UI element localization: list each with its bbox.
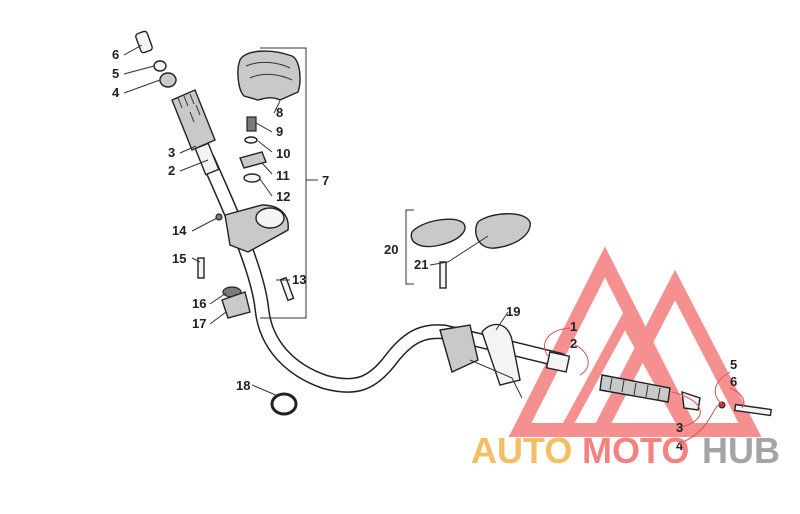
callout-4-right: 4 bbox=[676, 438, 684, 453]
clip-18 bbox=[270, 392, 298, 416]
callout-7: 7 bbox=[322, 173, 329, 188]
callout-16: 16 bbox=[192, 296, 206, 311]
clamp-hardware bbox=[239, 116, 267, 183]
watermark-text: AUTO MOTO HUB bbox=[471, 430, 780, 471]
handlebar bbox=[200, 152, 568, 393]
callout-17: 17 bbox=[192, 316, 206, 331]
right-controls bbox=[439, 323, 523, 399]
callout-14: 14 bbox=[172, 223, 187, 238]
callout-2-right: 2 bbox=[570, 336, 577, 351]
clamp-16-17 bbox=[221, 286, 251, 319]
switch-housing bbox=[237, 50, 301, 101]
callout-6-left: 6 bbox=[112, 47, 119, 62]
callout-6-right: 6 bbox=[730, 374, 737, 389]
watermark-hub: HUB bbox=[702, 430, 780, 471]
callout-3-right: 3 bbox=[676, 420, 683, 435]
bracket-lines bbox=[260, 47, 414, 319]
leader-lines bbox=[123, 44, 509, 397]
callout-19: 19 bbox=[506, 304, 520, 319]
master-cylinder bbox=[197, 204, 295, 302]
callout-18: 18 bbox=[236, 378, 250, 393]
callout-1-right: 1 bbox=[570, 319, 577, 334]
callout-15: 15 bbox=[172, 251, 186, 266]
callout-2-left: 2 bbox=[168, 163, 175, 178]
callout-8: 8 bbox=[276, 105, 283, 120]
watermark-auto: AUTO bbox=[471, 430, 572, 471]
callout-10: 10 bbox=[276, 146, 290, 161]
left-grip-assembly bbox=[135, 30, 220, 176]
right-grip-assembly bbox=[545, 351, 773, 417]
watermark-moto: MOTO bbox=[582, 430, 689, 471]
callout-9: 9 bbox=[276, 124, 283, 139]
callout-20: 20 bbox=[384, 242, 398, 257]
mirrors bbox=[410, 213, 531, 289]
callout-11: 11 bbox=[276, 168, 290, 183]
callout-4-left: 4 bbox=[112, 85, 120, 100]
callout-3-left: 3 bbox=[168, 145, 175, 160]
callout-labels: 6 5 4 3 2 8 9 10 11 12 7 14 15 13 16 17 … bbox=[112, 47, 737, 453]
callout-13: 13 bbox=[292, 272, 306, 287]
callout-5-right: 5 bbox=[730, 357, 737, 372]
callout-21: 21 bbox=[414, 257, 428, 272]
red-leader-lines bbox=[544, 327, 745, 445]
callout-12: 12 bbox=[276, 189, 290, 204]
callout-5-left: 5 bbox=[112, 66, 119, 81]
watermark-logo-icon bbox=[508, 246, 762, 437]
